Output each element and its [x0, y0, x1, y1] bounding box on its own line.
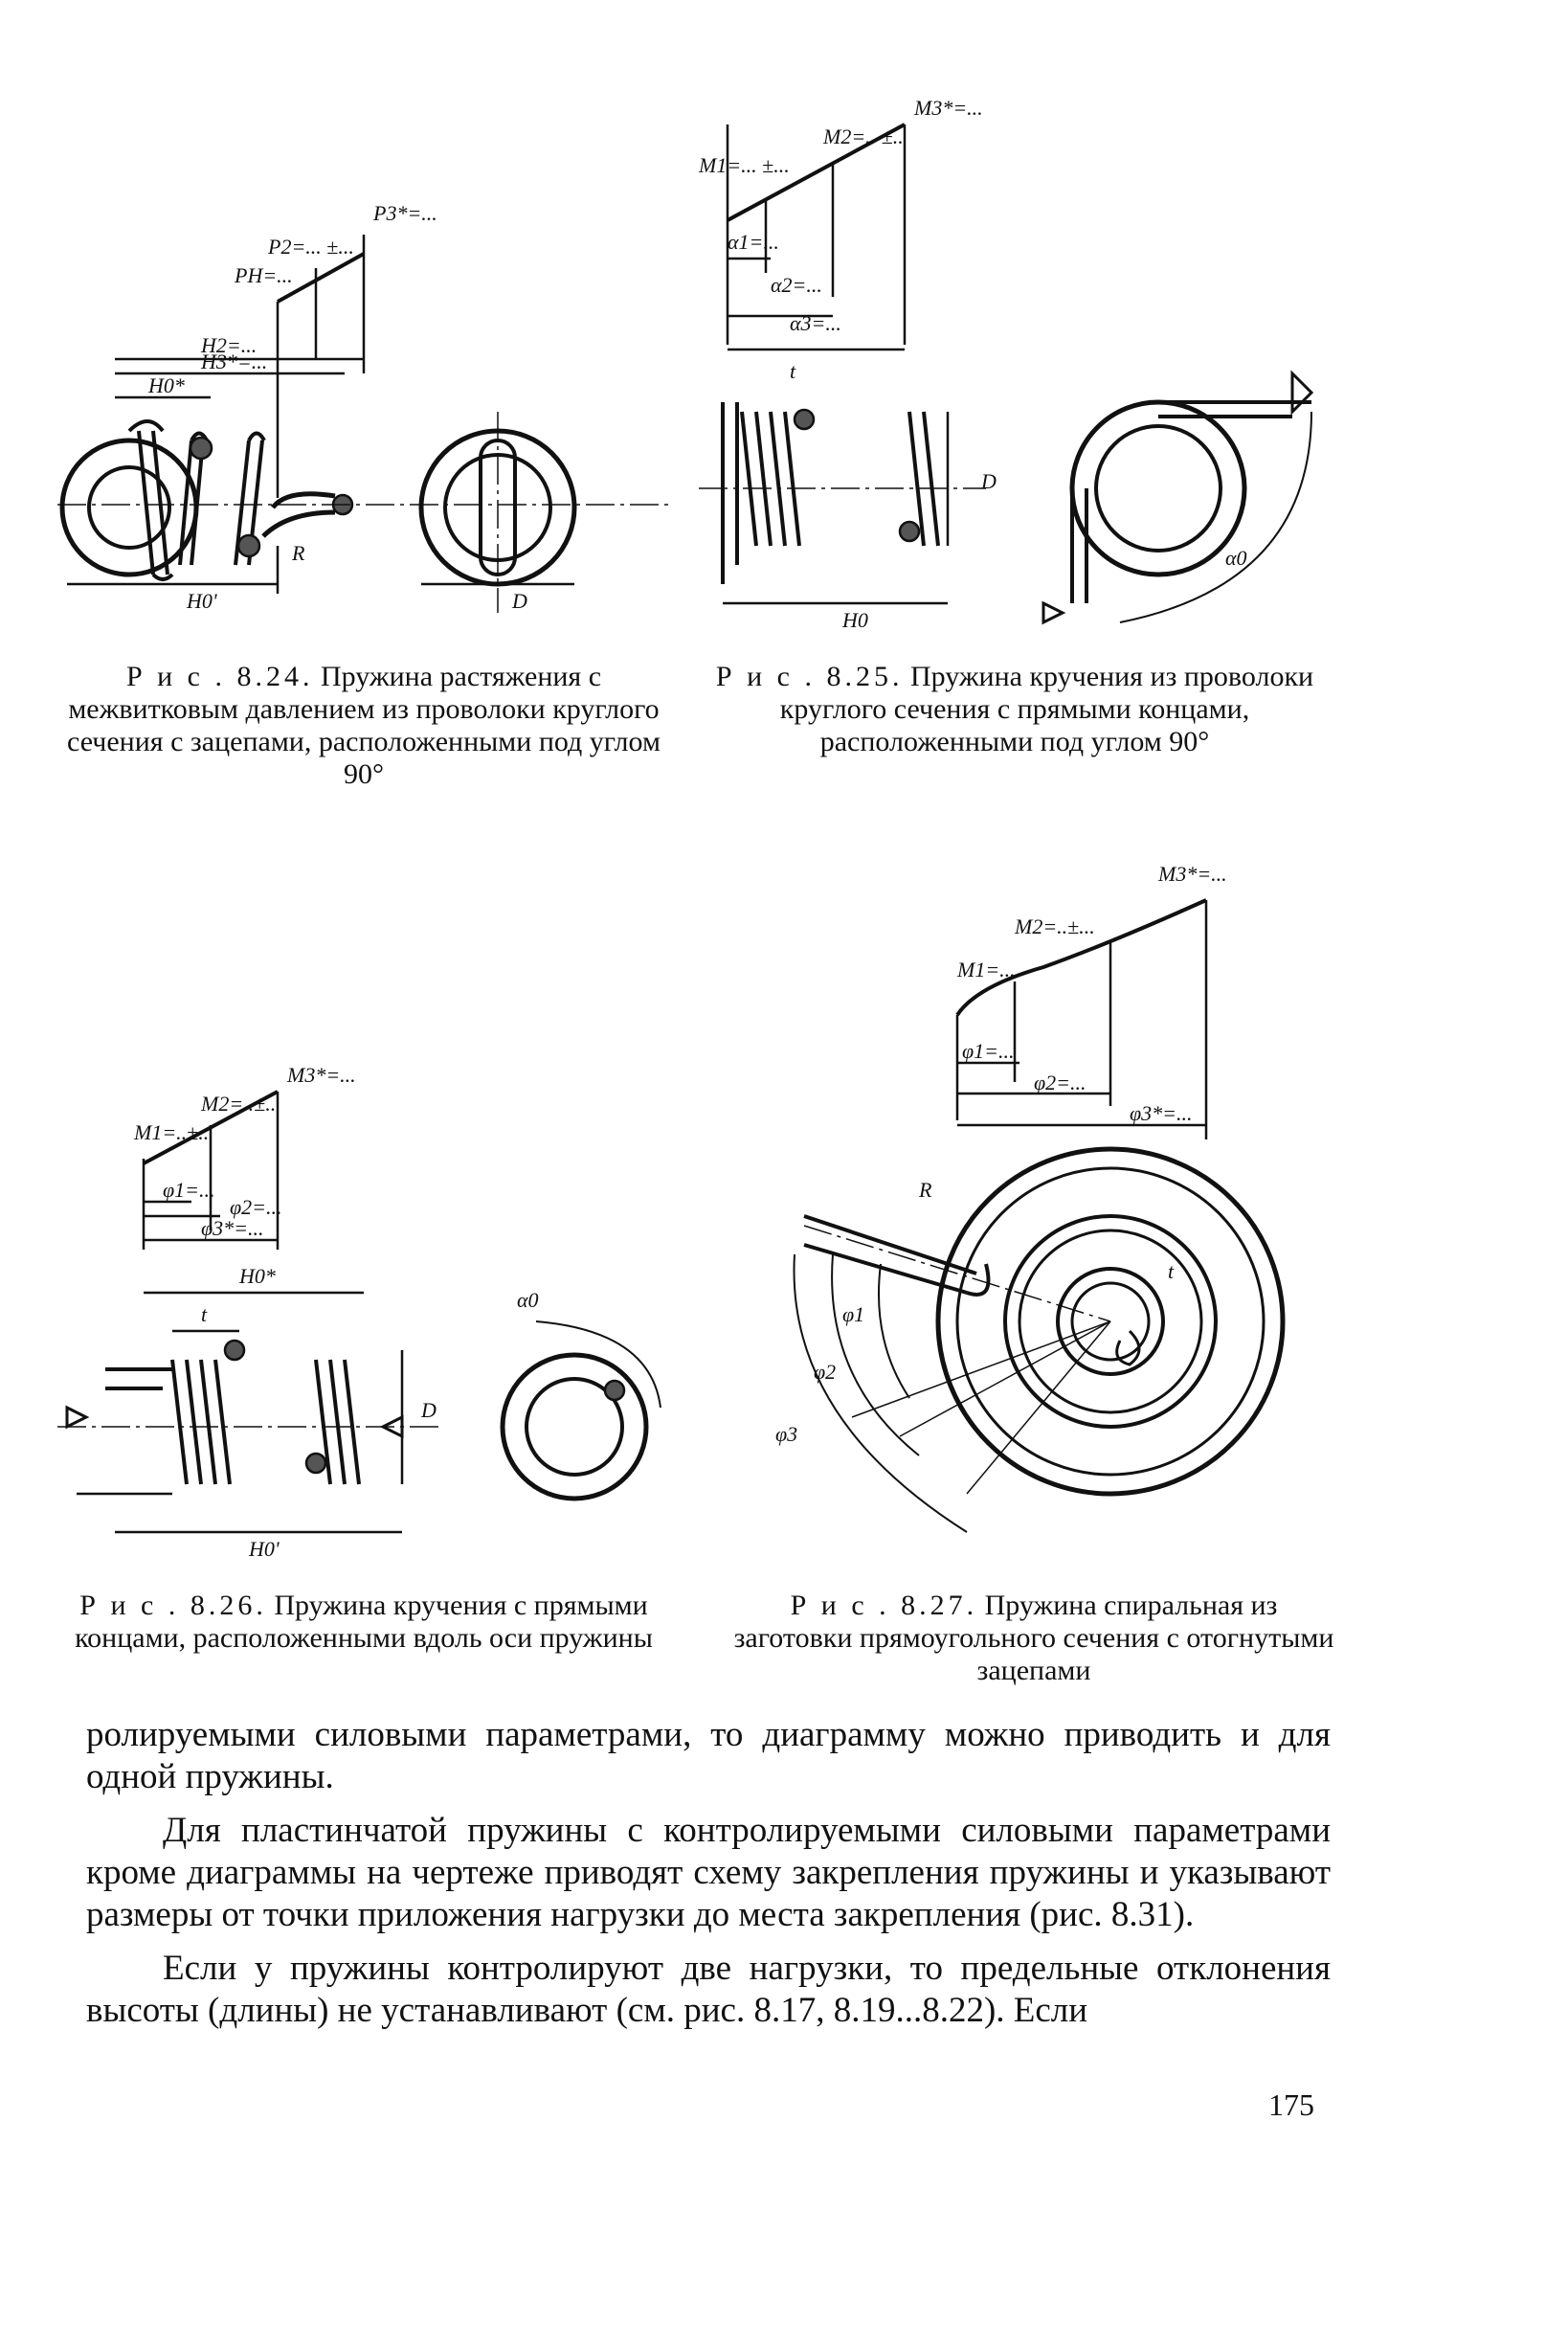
figure-8-24-labels: P3*=... P2=... ±... PH=... H2=... H3*=..…	[147, 201, 527, 613]
label-d: D	[511, 589, 527, 613]
label-phi2: φ2=...	[1034, 1071, 1086, 1094]
label-alpha0: α0	[517, 1288, 539, 1312]
caption-8-26: Р и с . 8.26. Пружина кручения с прямыми…	[75, 1590, 653, 1654]
label-phi1: φ1=...	[163, 1178, 215, 1202]
caption-8-27: Р и с . 8.27. Пружина спиральная из заго…	[733, 1590, 1334, 1686]
label-alpha2: α2=...	[771, 273, 822, 297]
label-h0: H0	[841, 608, 868, 632]
label-angle-phi1: φ1	[842, 1302, 864, 1326]
page-number: 175	[1268, 2087, 1314, 2122]
spiral-spring-drawing	[728, 843, 1340, 1570]
label-ph: PH=...	[234, 263, 293, 287]
label-alpha1: α1=...	[728, 230, 779, 254]
torsion-spring-axial-drawing	[57, 1044, 670, 1561]
paragraph-2: Для пластинчатой пружины с контролируемы…	[86, 1811, 1331, 1934]
figure-8-24: P3*=... P2=... ±... PH=... H2=... H3*=..…	[57, 182, 670, 642]
label-alpha0: α0	[1225, 546, 1247, 570]
label-m1: M1=..±..	[133, 1120, 209, 1144]
label-r: R	[918, 1178, 932, 1202]
label-p3: P3*=...	[372, 201, 437, 225]
label-phi2: φ2=...	[230, 1195, 282, 1219]
label-m3: M3*=...	[286, 1063, 356, 1087]
figure-8-27: M3*=... M2=..±... M1=... φ1=... φ2=... φ…	[728, 843, 1340, 1570]
label-angle-phi2: φ2	[814, 1360, 836, 1384]
paragraph-1: ролируемыми силовыми параметрами, то диа…	[86, 1715, 1331, 1796]
label-h0-prime: H0'	[248, 1537, 280, 1561]
label-m2: M2=..±..	[200, 1092, 276, 1116]
figure-8-26-labels: M3*=... M2=..±.. M1=..±.. φ1=... φ2=... …	[133, 1063, 539, 1561]
label-alpha3: α3=...	[790, 311, 841, 335]
label-d: D	[980, 469, 997, 493]
label-m2: M2=.. ±..	[822, 124, 904, 148]
label-h0-star: H0*	[238, 1264, 276, 1288]
label-h0-prime: H0'	[186, 589, 217, 613]
figure-8-25-labels: M3*=... M2=.. ±.. M1=... ±... α1=... α2=…	[698, 96, 1247, 632]
label-m2: M2=..±...	[1014, 914, 1095, 938]
figure-8-27-labels: M3*=... M2=..±... M1=... φ1=... φ2=... φ…	[775, 862, 1227, 1446]
label-d: D	[420, 1398, 437, 1422]
label-m1: M1=...	[956, 958, 1016, 981]
label-h0-star: H0*	[147, 373, 185, 397]
caption-8-25: Р и с . 8.25. Пружина кручения из провол…	[715, 661, 1314, 757]
extension-spring-drawing	[57, 182, 670, 642]
label-t: t	[790, 359, 796, 383]
label-t: t	[201, 1302, 208, 1326]
label-m3: M3*=...	[1157, 862, 1227, 886]
label-phi3: φ3*=...	[1130, 1101, 1193, 1125]
figure-8-26: M3*=... M2=..±.. M1=..±.. φ1=... φ2=... …	[57, 1044, 670, 1561]
label-r: R	[291, 541, 305, 565]
label-t: t	[1168, 1259, 1175, 1283]
label-angle-phi3: φ3	[775, 1422, 797, 1446]
label-phi3: φ3*=...	[201, 1216, 264, 1240]
figure-8-25: M3*=... M2=.. ±.. M1=... ±... α1=... α2=…	[698, 86, 1331, 642]
label-h3: H3*=...	[200, 350, 267, 373]
caption-8-24: Р и с . 8.24. Пружина растяжения с межви…	[67, 661, 661, 790]
label-m3: M3*=...	[913, 96, 983, 120]
label-h2: H2=...	[200, 333, 257, 357]
torsion-spring-drawing	[699, 86, 1331, 642]
label-phi1: φ1=...	[962, 1039, 1015, 1063]
body-text: ролируемыми силовыми параметрами, то диа…	[86, 1714, 1331, 2043]
label-p2: P2=... ±...	[267, 235, 354, 259]
label-m1: M1=... ±...	[698, 153, 790, 177]
paragraph-3: Если у пружины контролируют две нагрузки…	[86, 1949, 1331, 2030]
